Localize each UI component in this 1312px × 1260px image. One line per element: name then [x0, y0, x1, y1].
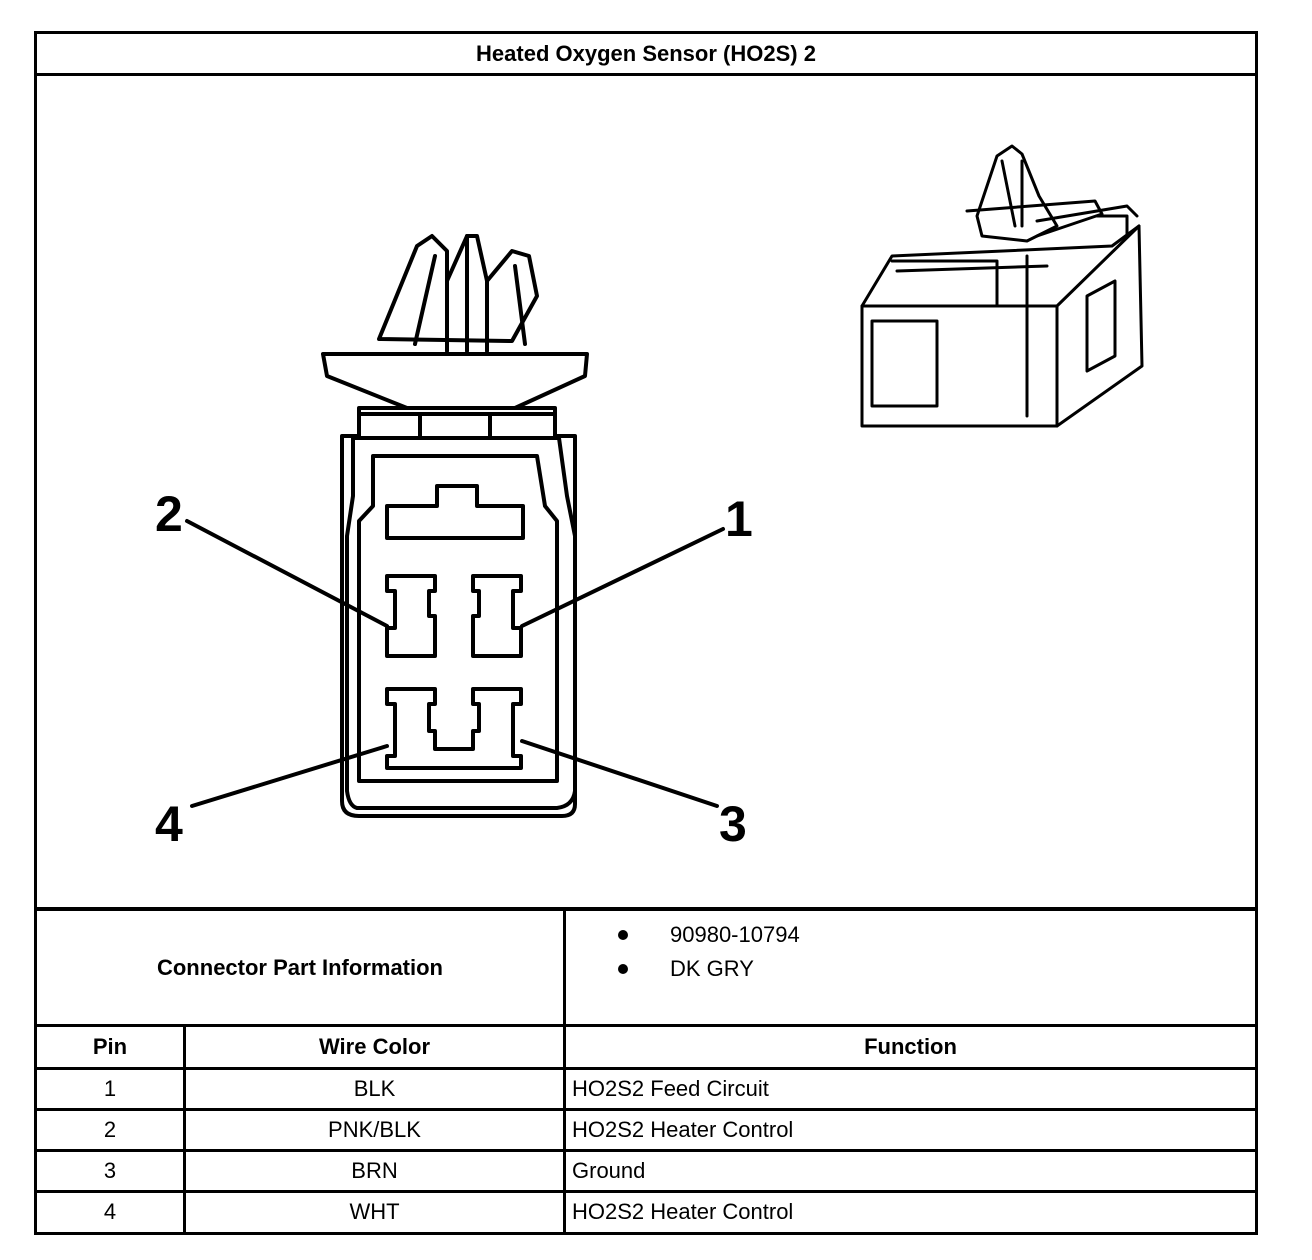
cpi-divider	[563, 907, 566, 1235]
header-wire-color: Wire Color	[318, 1034, 431, 1059]
list-item: DK GRY	[610, 952, 800, 986]
row-rule	[34, 1190, 1258, 1193]
header-rule	[34, 1067, 1258, 1070]
connector-part-info-label: Connector Part Information	[156, 955, 443, 980]
bullet-icon	[618, 964, 628, 974]
header-function: Function	[864, 1034, 957, 1059]
pin-label-4: 4	[155, 796, 183, 852]
table-cell-wire-color: PNK/BLK	[328, 1117, 421, 1142]
table-cell-function: HO2S2 Heater Control	[572, 1117, 794, 1142]
title-divider	[34, 73, 1258, 76]
page-title: Heated Oxygen Sensor (HO2S) 2	[476, 41, 816, 66]
table-cell-wire-color: BLK	[353, 1076, 396, 1101]
row-rule	[34, 1108, 1258, 1111]
connector-front-view	[340, 406, 577, 818]
table-cell-wire-color: BRN	[351, 1158, 398, 1183]
table-cell-pin: 4	[103, 1199, 117, 1224]
table-top-rule	[34, 1024, 1258, 1027]
outer-frame	[34, 31, 1258, 1235]
pin-column-divider	[183, 1024, 186, 1235]
table-cell-pin: 1	[103, 1076, 117, 1101]
table-cell-wire-color: WHT	[349, 1199, 400, 1224]
pin-label-1: 1	[725, 491, 753, 547]
list-item: 90980-10794	[610, 918, 800, 952]
connector-part-info-list: 90980-10794 DK GRY	[610, 918, 800, 986]
connector-iso-view	[860, 144, 1144, 428]
table-cell-function: HO2S2 Heater Control	[572, 1199, 794, 1224]
pin-leader-lines	[185, 519, 725, 808]
pin-label-3: 3	[719, 796, 747, 852]
table-cell-pin: 2	[103, 1117, 117, 1142]
connector-clip-icon	[321, 234, 589, 410]
pin-label-2: 2	[155, 486, 183, 542]
bullet-icon	[618, 930, 628, 940]
row-rule	[34, 1149, 1258, 1152]
table-cell-function: Ground	[572, 1158, 646, 1183]
connector-diagram: 1 2 3 4	[155, 144, 1144, 852]
table-cell-pin: 3	[103, 1158, 117, 1183]
table-cell-function: HO2S2 Feed Circuit	[572, 1076, 769, 1101]
diagram-divider	[34, 907, 1258, 911]
header-pin: Pin	[92, 1034, 128, 1059]
